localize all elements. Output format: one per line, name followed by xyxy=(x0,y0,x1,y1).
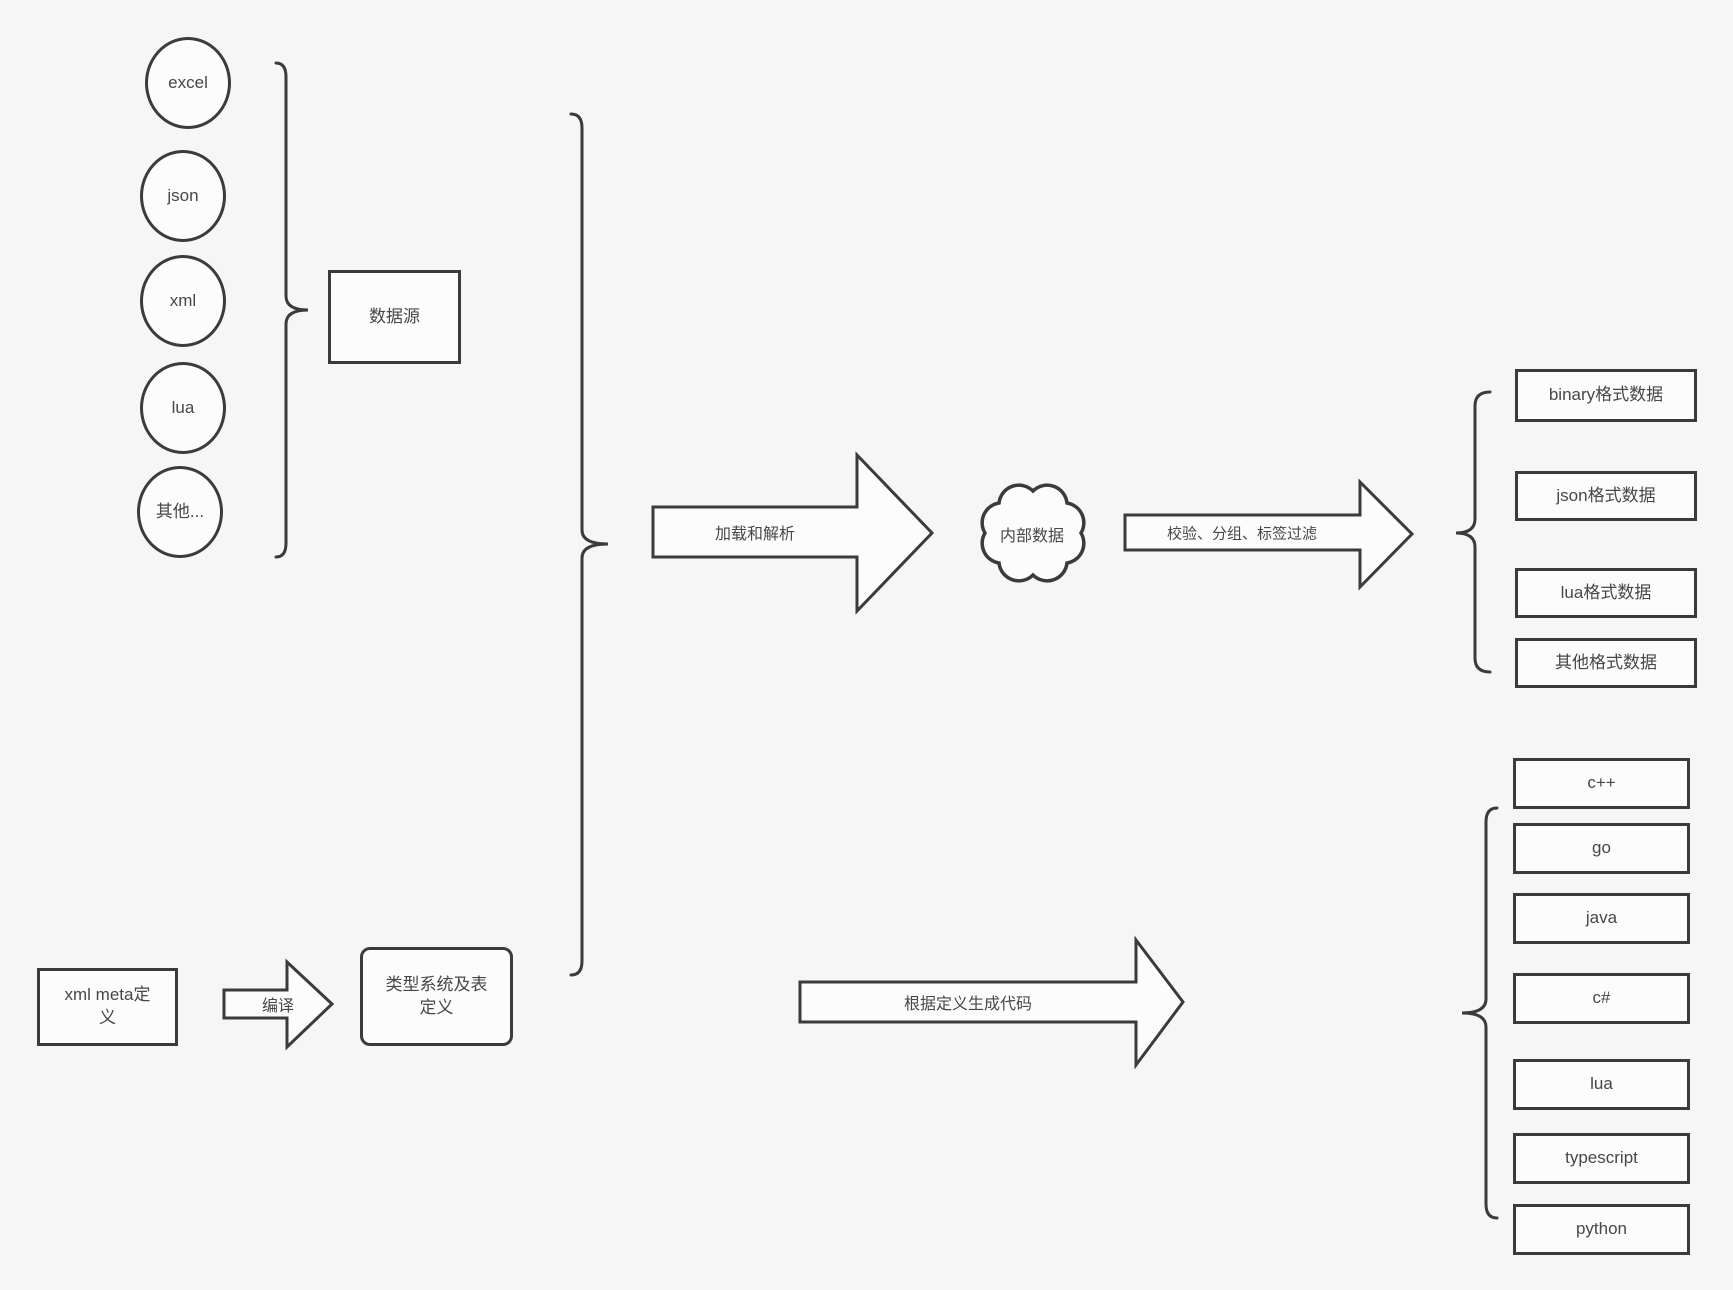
arrow-filter xyxy=(1123,478,1415,591)
cloud-internal-data-label: 内部数据 xyxy=(999,528,1065,545)
node-lang-csharp: c# xyxy=(1513,973,1690,1024)
node-output-json: json格式数据 xyxy=(1515,471,1697,521)
arrow-load-parse xyxy=(651,451,935,615)
arrow-codegen xyxy=(798,935,1185,1070)
arrow-load-parse-label: 加载和解析 xyxy=(714,526,796,543)
arrow-codegen-label: 根据定义生成代码 xyxy=(903,996,1033,1013)
brace-main-group xyxy=(569,112,609,977)
node-lang-lua: lua xyxy=(1513,1059,1690,1110)
node-source-xml: xml xyxy=(140,255,226,347)
node-xml-meta-label: xml meta定义 xyxy=(64,985,151,1027)
arrow-compile xyxy=(222,958,335,1051)
node-type-system: 类型系统及表定义 xyxy=(360,947,513,1046)
brace-output-formats xyxy=(1455,390,1492,674)
node-source-excel: excel xyxy=(145,37,231,129)
node-output-other: 其他格式数据 xyxy=(1515,638,1697,688)
node-output-binary: binary格式数据 xyxy=(1515,369,1697,422)
node-source-lua: lua xyxy=(140,362,226,454)
cloud-internal-data xyxy=(980,483,1086,583)
node-lang-python: python xyxy=(1513,1204,1690,1255)
node-output-lua: lua格式数据 xyxy=(1515,568,1697,618)
node-source-json: json xyxy=(140,150,226,242)
node-source-other: 其他... xyxy=(137,466,223,558)
brace-sources xyxy=(274,61,309,559)
node-lang-java: java xyxy=(1513,893,1690,944)
node-lang-typescript: typescript xyxy=(1513,1133,1690,1184)
node-data-source: 数据源 xyxy=(328,270,461,364)
node-lang-go: go xyxy=(1513,823,1690,874)
node-lang-cpp: c++ xyxy=(1513,758,1690,809)
node-type-system-label: 类型系统及表定义 xyxy=(385,974,488,1017)
arrow-compile-label: 编译 xyxy=(261,998,295,1015)
brace-languages xyxy=(1461,806,1499,1220)
arrow-filter-label: 校验、分组、标签过滤 xyxy=(1166,525,1318,543)
node-xml-meta: xml meta定义 xyxy=(37,968,178,1046)
